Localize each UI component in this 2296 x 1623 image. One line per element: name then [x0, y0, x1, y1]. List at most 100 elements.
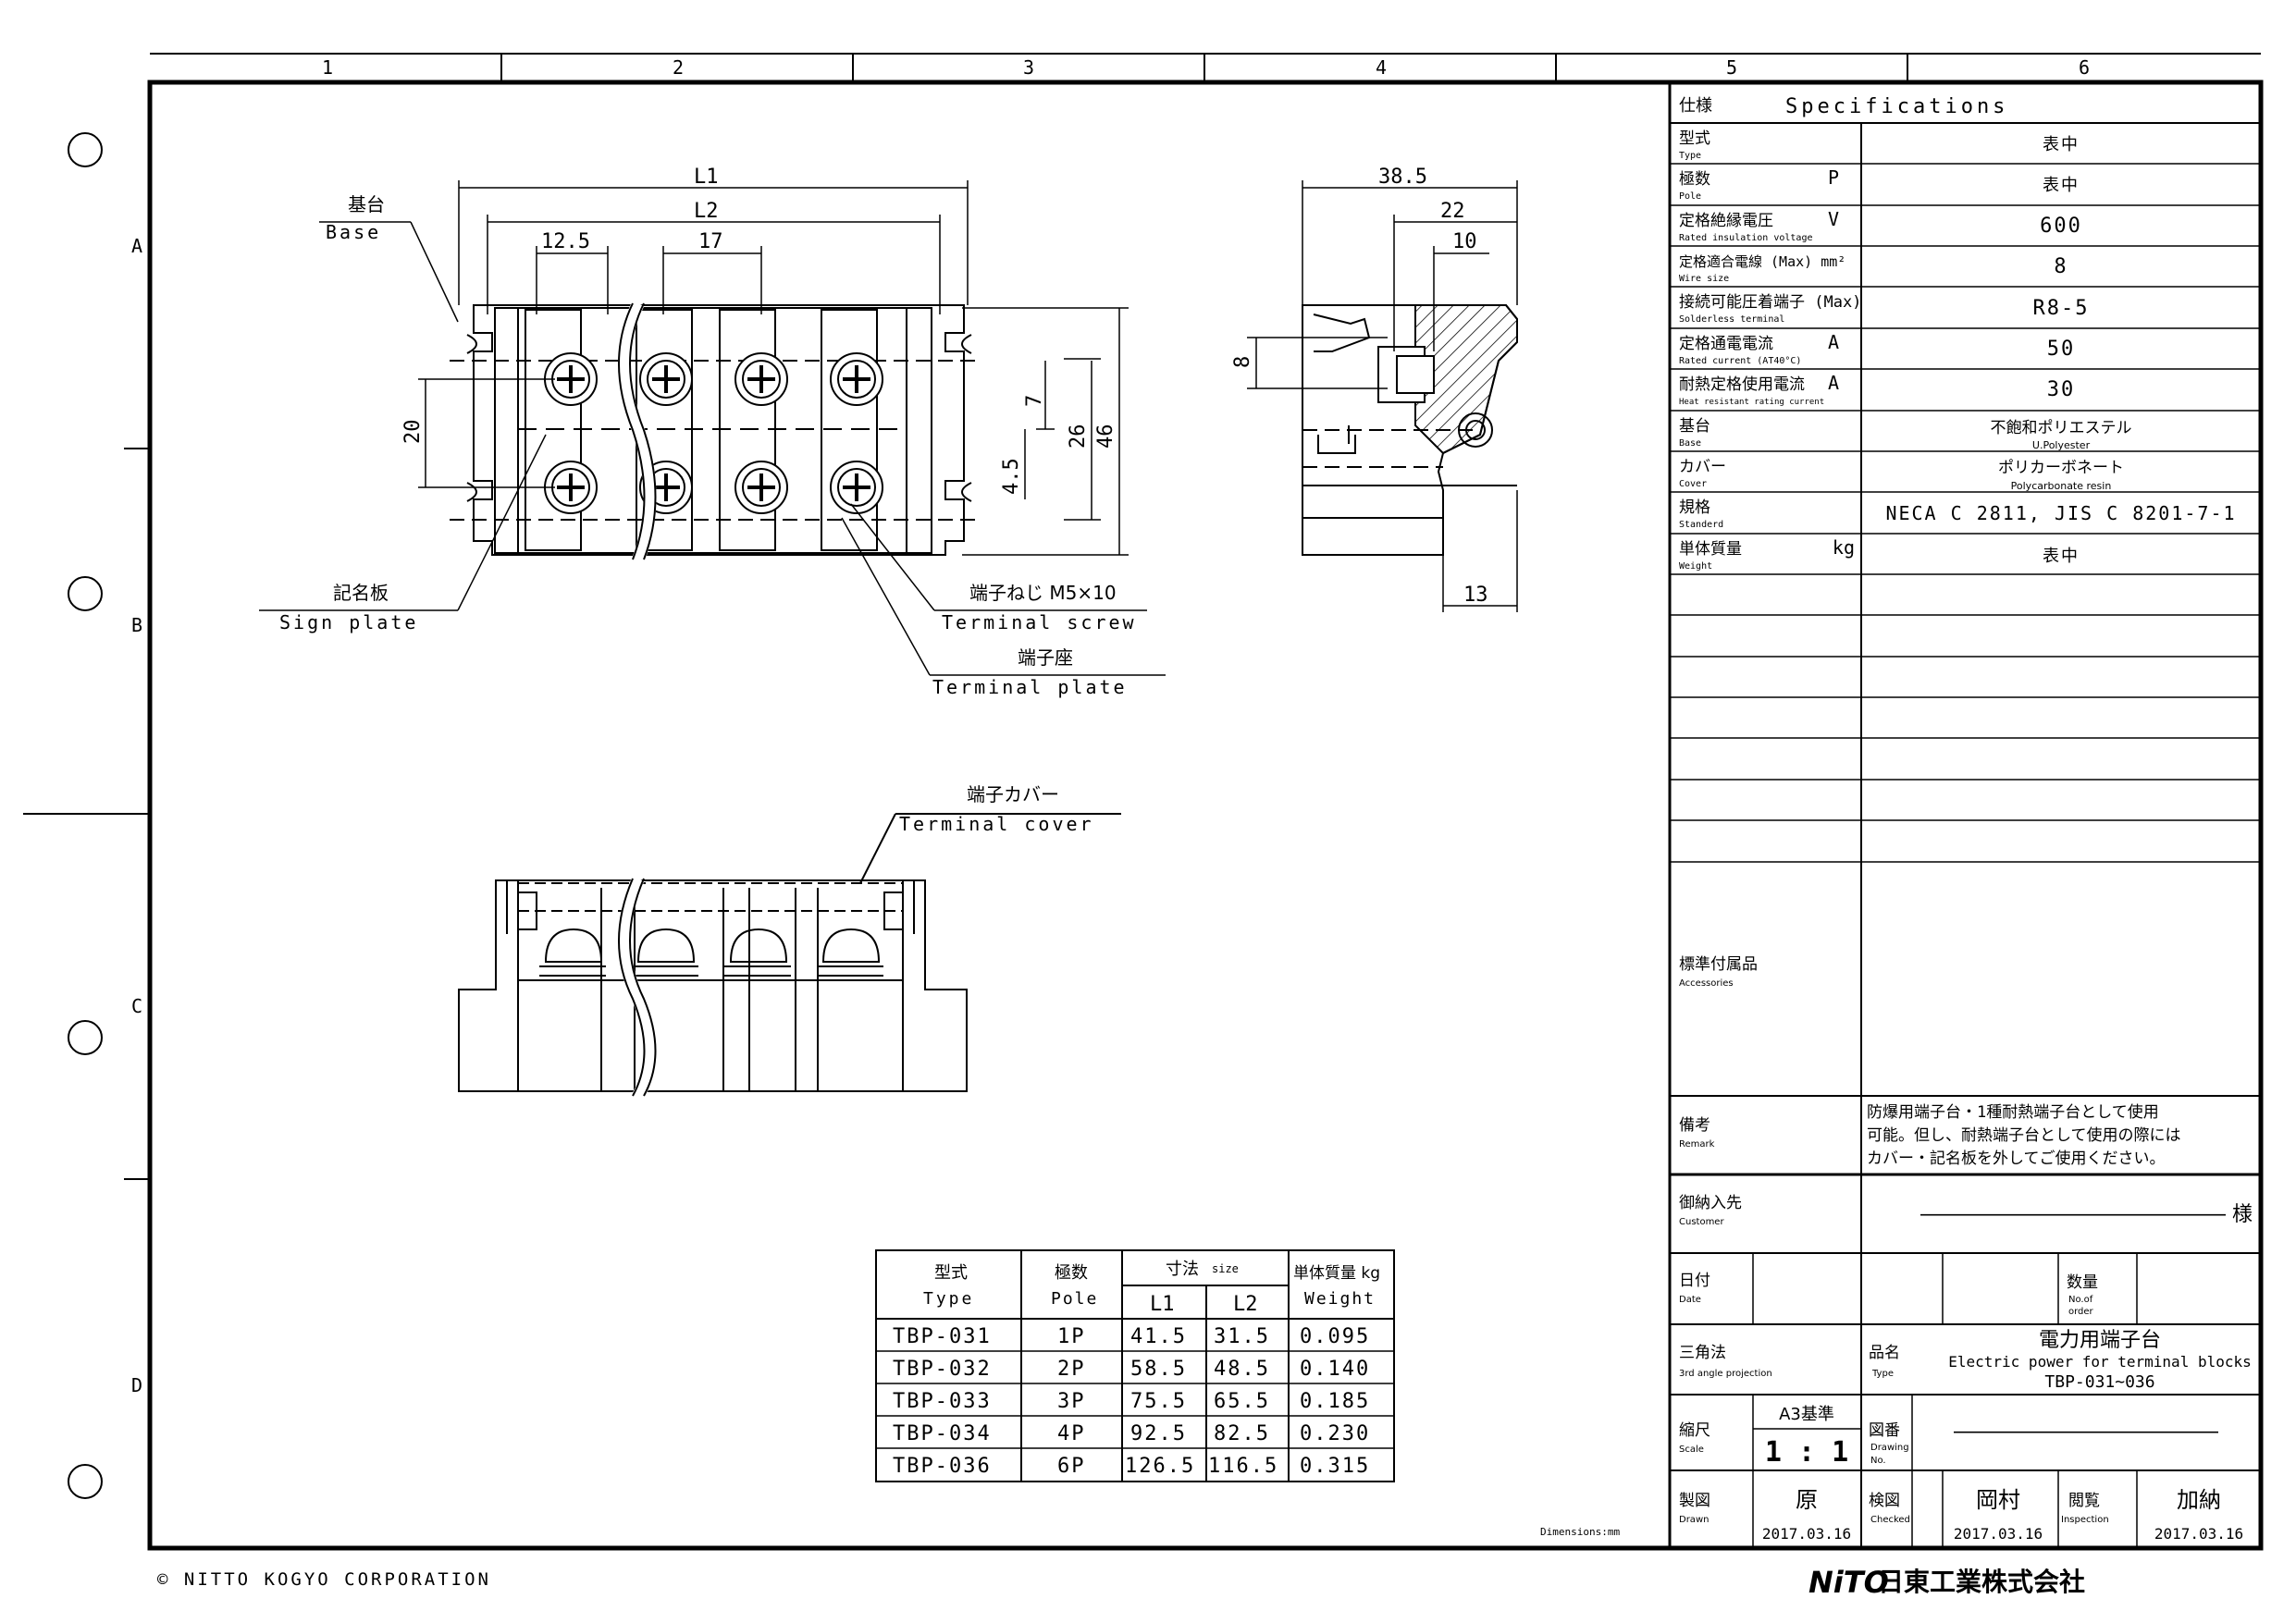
- dt-row-type: TBP-033: [893, 1390, 992, 1413]
- logo-mark: NiTO: [1808, 1565, 1889, 1600]
- dt-row-pole: 2P: [1057, 1358, 1086, 1381]
- spec-row-unit: kg: [1833, 536, 1855, 559]
- remark-line: カバー・記名板を外してご使用ください。: [1867, 1149, 2166, 1168]
- dt-l1: L1: [1150, 1293, 1175, 1316]
- cover-view: [458, 813, 1121, 1092]
- drawing-no-label-en-1: Drawing: [1870, 1443, 1909, 1453]
- product-name-en: Electric power for terminal blocks: [1948, 1353, 2252, 1371]
- dt-row-l1: 126.5: [1125, 1455, 1195, 1478]
- drawing-no-value: ―――――――――――――: [1954, 1420, 2218, 1444]
- dt-size-jp: 寸法: [1166, 1260, 1199, 1279]
- spec-row-label: 定格絶縁電圧: [1679, 212, 1773, 230]
- zone-col-4: 4: [1376, 56, 1387, 79]
- spec-row-value: ポリカーボネート: [1998, 459, 2124, 477]
- dim-20: 20: [401, 420, 425, 445]
- dt-row-weight: 0.230: [1300, 1422, 1370, 1445]
- spec-title-jp: 仕様: [1679, 96, 1712, 116]
- scale-value: 1 : 1: [1765, 1436, 1848, 1469]
- dt-row-type: TBP-032: [893, 1358, 992, 1381]
- inspection-date: 2017.03.16: [2154, 1525, 2243, 1543]
- dt-type-en: Type: [923, 1289, 974, 1309]
- terminal-plate-label-en: Terminal plate: [932, 676, 1128, 698]
- qty-label-jp: 数量: [2067, 1273, 2098, 1292]
- zone-col-5: 5: [1726, 56, 1737, 79]
- sign-plate-label-jp: 記名板: [333, 582, 389, 604]
- drawing-no-label-en-2: No.: [1870, 1456, 1886, 1466]
- dimensions-note: Dimensions:mm: [1540, 1526, 1620, 1538]
- spec-row-label-en: Wire size: [1679, 274, 1729, 284]
- dt-row-pole: 1P: [1057, 1325, 1086, 1348]
- spec-row-value: 表中: [2043, 176, 2080, 195]
- dt-row-l1: 58.5: [1130, 1358, 1187, 1381]
- dim-38-5: 38.5: [1378, 166, 1427, 189]
- projection-label-en: 3rd angle projection: [1679, 1369, 1772, 1379]
- spec-title-en: Specifications: [1785, 95, 2008, 118]
- spec-row-unit: A: [1828, 372, 1839, 394]
- checked-label-jp: 検図: [1869, 1492, 1900, 1510]
- customer-label-jp: 御納入先: [1679, 1194, 1742, 1212]
- dt-size-en: size: [1212, 1262, 1239, 1275]
- drawn-label-jp: 製図: [1679, 1492, 1710, 1510]
- spec-row-label-en: Rated insulation voltage: [1679, 233, 1813, 243]
- dim-l2: L2: [694, 200, 719, 223]
- sign-plate-label-en: Sign plate: [279, 611, 418, 633]
- product-name-jp: 電力用端子台: [2039, 1329, 2161, 1352]
- spec-row-unit: P: [1828, 166, 1839, 189]
- binder-hole: [68, 576, 103, 611]
- accessories-label-jp: 標準付属品: [1679, 955, 1758, 974]
- spec-row-label-en: Solderless terminal: [1679, 314, 1784, 325]
- drawn-date: 2017.03.16: [1762, 1525, 1851, 1543]
- dimension-table: [875, 1249, 1395, 1482]
- spec-row-label: 定格通電電流: [1679, 335, 1773, 353]
- dt-weight-en: Weight: [1304, 1289, 1376, 1309]
- scale-label-en: Scale: [1679, 1445, 1704, 1455]
- spec-row-value: 30: [2047, 378, 2076, 401]
- dt-l2: L2: [1233, 1293, 1258, 1316]
- spec-row-label-en: Heat resistant rating current: [1679, 398, 1824, 407]
- dt-row-l2: 82.5: [1214, 1422, 1270, 1445]
- base-label-jp: 基台: [348, 193, 385, 215]
- inspection-label-jp: 閲覧: [2068, 1492, 2100, 1510]
- checked-name: 岡村: [1976, 1487, 2020, 1513]
- dt-weight-jp: 単体質量 kg: [1293, 1264, 1380, 1283]
- dt-row-type: TBP-036: [893, 1455, 992, 1478]
- spec-row-label-en: Base: [1679, 438, 1701, 449]
- dt-row-pole: 4P: [1057, 1422, 1086, 1445]
- spec-row-label: 型式: [1679, 129, 1710, 148]
- spec-row-value: 表中: [2043, 547, 2080, 566]
- zone-col-1: 1: [322, 56, 333, 79]
- dim-46: 46: [1094, 424, 1117, 449]
- terminal-screw-label-jp: 端子ねじ M5×10: [969, 582, 1117, 604]
- remark-label-jp: 備考: [1679, 1116, 1710, 1135]
- scale-base: A3基準: [1779, 1405, 1834, 1424]
- spec-row-value: R8-5: [2033, 297, 2090, 320]
- terminal-screw-label-en: Terminal screw: [942, 611, 1137, 633]
- dim-17: 17: [698, 230, 723, 253]
- spec-row-label-en: Rated current (AT40°C): [1679, 356, 1801, 366]
- dt-row-l1: 75.5: [1130, 1390, 1187, 1413]
- customer-value: ――――――――――――――― 様: [1920, 1203, 2253, 1226]
- spec-row-value: NECA C 2811, JIS C 8201-7-1: [1885, 502, 2236, 524]
- dim-10: 10: [1452, 230, 1477, 253]
- inspection-label-en: Inspection: [2061, 1515, 2109, 1525]
- binder-hole: [68, 1464, 103, 1499]
- dt-row-l2: 31.5: [1214, 1325, 1270, 1348]
- drawing-no-label-jp: 図番: [1869, 1421, 1900, 1440]
- dim-22: 22: [1440, 200, 1465, 223]
- checked-label-en: Checked: [1870, 1515, 1910, 1525]
- dt-row-pole: 3P: [1057, 1390, 1086, 1413]
- base-label-en: Base: [326, 221, 381, 243]
- dim-7: 7: [1023, 395, 1046, 407]
- spec-row-label-en: Weight: [1679, 561, 1712, 572]
- dt-row-pole: 6P: [1057, 1455, 1086, 1478]
- spec-row-value: 8: [2054, 255, 2068, 278]
- spec-row-label: 接続可能圧着端子 (Max): [1679, 293, 1861, 312]
- scale-label-jp: 縮尺: [1679, 1421, 1710, 1440]
- dim-26: 26: [1067, 424, 1090, 449]
- date-label-en: Date: [1679, 1295, 1701, 1305]
- spec-row-label: 極数: [1679, 170, 1710, 189]
- spec-row-label-en: Standerd: [1679, 520, 1723, 530]
- cover-label-jp: 端子カバー: [967, 783, 1059, 805]
